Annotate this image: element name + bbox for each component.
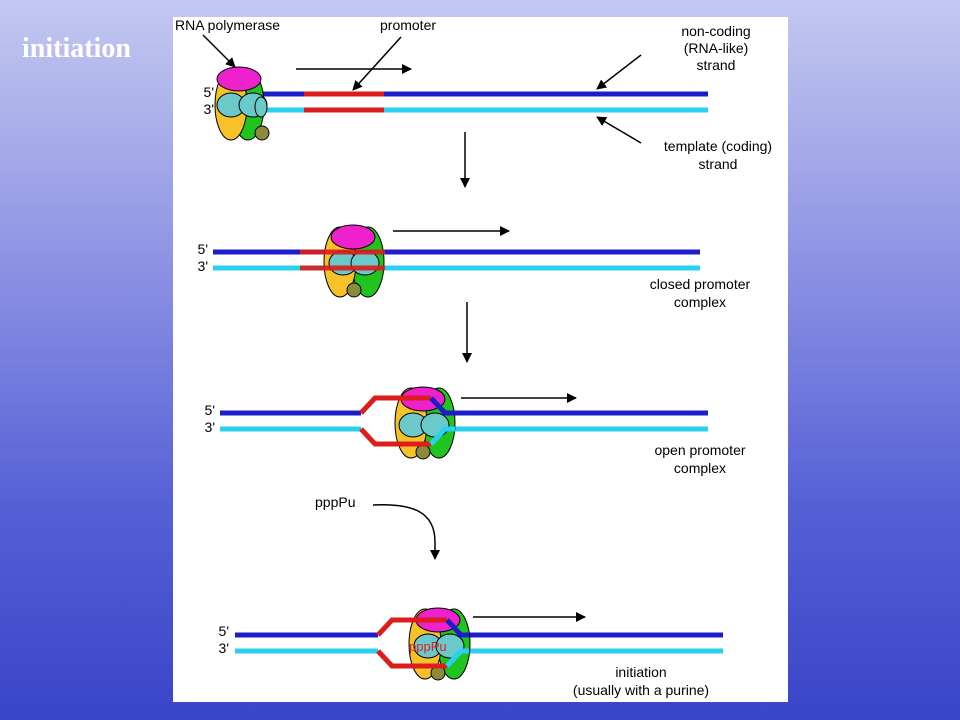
template-label-1: template (coding) [664,138,772,154]
transcription-initiation-diagram: 5' 3' RNA polymerase promoter non-coding… [173,17,788,702]
stage3-three-prime: 3' [205,419,215,435]
closed-complex-label-1: closed promoter [650,276,751,292]
stage4-bubble-bottom [376,649,447,669]
stage4-bubble-top [376,617,447,637]
non-coding-label-1: non-coding [681,23,750,39]
stage3-bubble-bottom [359,427,431,447]
stage-2-closed-complex: 5' 3' closed promoter complex [198,224,751,310]
non-coding-label-2: (RNA-like) [684,40,749,56]
stage2-three-prime: 3' [198,258,208,274]
stage3-bubble-top-join [429,396,455,416]
initiation-label-2: (usually with a purine) [573,682,709,698]
template-pointer [596,116,642,144]
stage-3-open-complex: 5' 3' open promoter complex [205,386,746,476]
stage4-bubble-bottom-join [445,648,469,668]
closed-complex-label-2: complex [674,294,726,310]
non-coding-label-3: strand [697,57,736,73]
stage4-five-prime: 5' [219,623,229,639]
promoter-pointer [352,36,402,91]
stage3-five-prime: 5' [205,402,215,418]
non-coding-pointer [596,54,642,90]
stage-1-binding: 5' 3' RNA polymerase promoter non-coding… [175,17,772,172]
slide-title: initiation [22,33,131,64]
rna-polymerase-2 [323,224,385,298]
promoter-label: promoter [380,17,436,33]
stage4-bubble-top-join [445,618,469,638]
open-complex-label-1: open promoter [654,442,745,458]
stage3-bubble-top [359,395,431,415]
pppPu-label: pppPu [315,494,355,510]
stage1-three-prime: 3' [204,101,214,117]
diagram-svg: 5' 3' RNA polymerase promoter non-coding… [175,17,772,698]
pppPu-inside-label: pppPu [409,639,447,654]
rna-polymerase-1 [214,66,270,141]
stage3-bubble-bottom-join [429,426,455,446]
open-complex-label-2: complex [674,460,726,476]
stage4-three-prime: 3' [219,640,229,656]
stage-4-initiation: 5' 3' pppPu initiation (usually with a p… [219,607,723,698]
rna-polymerase-label: RNA polymerase [175,17,280,33]
initiation-label-1: initiation [615,664,666,680]
step-arrow-3 [372,503,440,560]
rna-polymerase-pointer [202,34,236,68]
stage2-five-prime: 5' [198,241,208,257]
stage1-five-prime: 5' [204,84,214,100]
template-label-2: strand [699,156,738,172]
